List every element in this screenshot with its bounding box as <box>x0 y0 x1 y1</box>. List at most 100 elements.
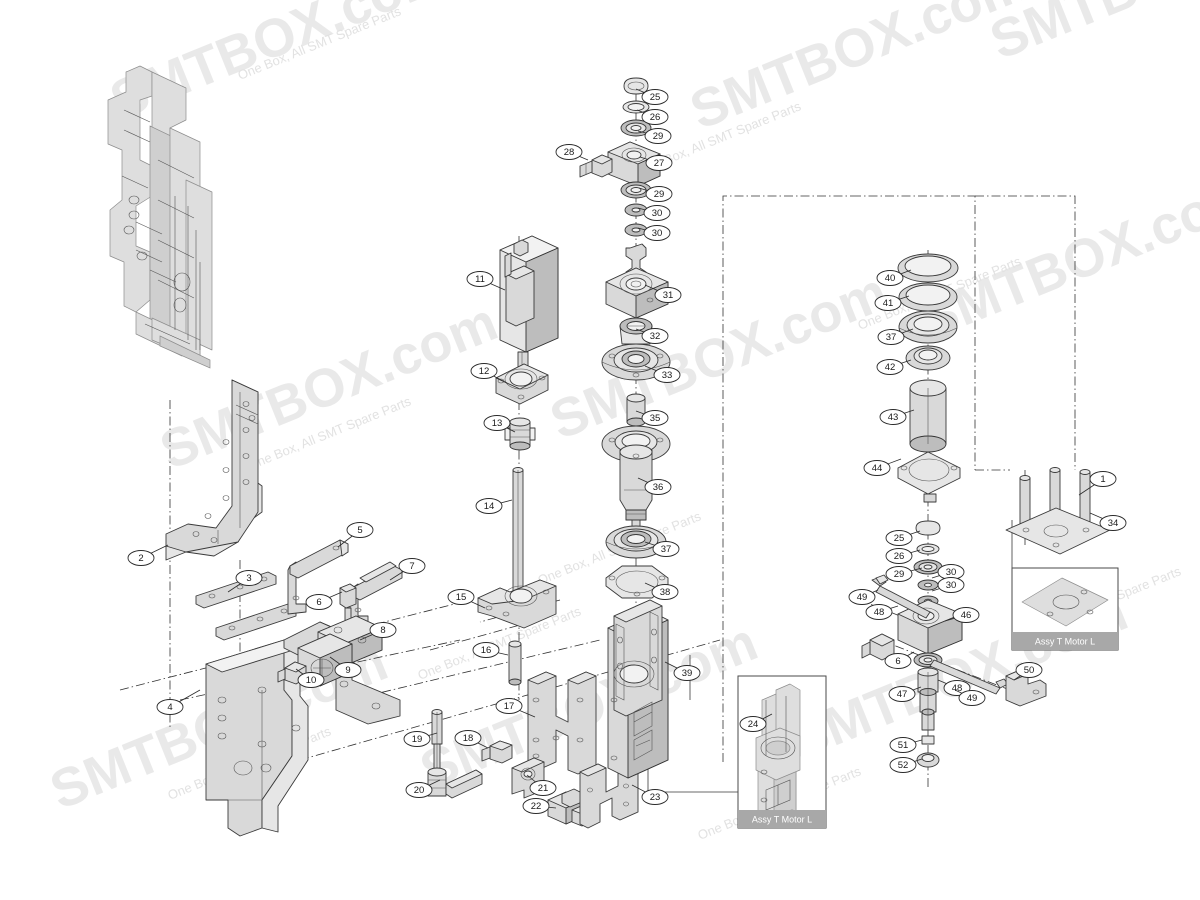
callout-balloon-21[interactable]: 21 <box>526 774 557 796</box>
callout-circle <box>739 716 767 732</box>
callout-balloon-30[interactable]: 30 <box>931 577 965 593</box>
callout-balloon-19[interactable]: 19 <box>403 731 438 747</box>
callout-balloon-31[interactable]: 31 <box>644 284 682 303</box>
callout-balloon-22[interactable]: 22 <box>522 798 557 814</box>
callout-number: 5 <box>357 525 362 536</box>
callout-balloon-48[interactable]: 48 <box>937 679 971 696</box>
callout-balloon-50[interactable]: 50 <box>1013 662 1043 681</box>
callout-number: 18 <box>463 733 474 744</box>
inset-label-lower: Assy T Motor L <box>752 815 812 825</box>
callout-balloon-29[interactable]: 29 <box>885 566 923 582</box>
callout-balloon-24[interactable]: 24 <box>739 713 773 732</box>
callout-balloon-44[interactable]: 44 <box>863 458 902 476</box>
callout-balloon-29[interactable]: 29 <box>638 186 673 202</box>
callout-balloon-49[interactable]: 49 <box>954 689 986 706</box>
callout-circle <box>958 690 986 706</box>
inset-plate-illustration <box>1021 577 1109 627</box>
callout-balloon-10[interactable]: 10 <box>295 668 325 688</box>
callout-balloon-23[interactable]: 23 <box>631 784 669 805</box>
callout-balloon-2[interactable]: 2 <box>127 544 169 566</box>
part-21-clip <box>511 757 545 799</box>
callout-balloon-47[interactable]: 47 <box>888 686 922 702</box>
callout-number: 49 <box>967 693 978 704</box>
callout-balloon-29[interactable]: 29 <box>637 128 672 144</box>
callout-balloon-17[interactable]: 17 <box>495 698 536 718</box>
callout-balloon-26[interactable]: 26 <box>885 548 921 564</box>
callout-number: 1 <box>1100 474 1105 485</box>
callout-balloon-1[interactable]: 1 <box>1078 471 1117 496</box>
callout-number: 26 <box>894 551 905 562</box>
callout-circle <box>641 109 669 125</box>
callout-balloon-14[interactable]: 14 <box>475 498 513 514</box>
callout-circle <box>673 665 701 681</box>
callout-circle <box>472 642 500 658</box>
callout-balloon-11[interactable]: 11 <box>466 271 506 291</box>
callout-number: 7 <box>409 561 414 572</box>
callout-balloon-49[interactable]: 49 <box>848 589 879 605</box>
callout-balloon-4[interactable]: 4 <box>156 689 201 715</box>
callout-circle <box>405 782 433 798</box>
callout-balloon-43[interactable]: 43 <box>879 409 915 425</box>
callout-balloon-41[interactable]: 41 <box>874 295 910 311</box>
callout-balloon-30[interactable]: 30 <box>637 225 671 241</box>
callout-circle <box>127 550 155 566</box>
callout-number: 31 <box>663 290 674 301</box>
callout-circle <box>235 570 263 586</box>
part-31-motor-base <box>605 243 669 319</box>
callout-balloon-39[interactable]: 39 <box>664 661 701 681</box>
callout-balloon-27[interactable]: 27 <box>639 155 673 171</box>
part-39-housing <box>607 599 669 779</box>
callout-balloon-35[interactable]: 35 <box>635 410 669 426</box>
callout-number: 12 <box>479 366 490 377</box>
callout-number: 30 <box>946 580 957 591</box>
callout-balloon-20[interactable]: 20 <box>405 779 441 798</box>
callout-balloon-7[interactable]: 7 <box>389 558 426 581</box>
callout-balloon-30[interactable]: 30 <box>637 205 671 221</box>
callout-number: 36 <box>653 482 664 493</box>
callout-balloon-6[interactable]: 6 <box>305 591 343 610</box>
callout-circle <box>555 144 583 160</box>
callout-balloon-16[interactable]: 16 <box>472 642 509 658</box>
callout-balloon-37[interactable]: 37 <box>644 541 680 557</box>
callout-balloon-48[interactable]: 48 <box>865 604 899 620</box>
callout-circle <box>522 798 550 814</box>
callout-balloon-26[interactable]: 26 <box>636 109 669 125</box>
inset-t-motor-l-lower: Assy T Motor L <box>737 675 827 829</box>
callout-balloon-28[interactable]: 28 <box>555 144 589 161</box>
callout-balloon-8[interactable]: 8 <box>359 622 397 641</box>
callout-balloon-6[interactable]: 6 <box>884 651 915 669</box>
callout-balloon-25[interactable]: 25 <box>635 88 669 105</box>
callout-balloon-34[interactable]: 34 <box>1089 512 1127 531</box>
callout-number: 13 <box>492 418 503 429</box>
callout-balloon-13[interactable]: 13 <box>483 415 516 433</box>
callout-number: 37 <box>661 544 672 555</box>
callout-circle <box>874 295 902 311</box>
callout-circle <box>848 589 876 605</box>
callout-balloon-18[interactable]: 18 <box>454 730 489 749</box>
callout-balloon-51[interactable]: 51 <box>889 737 923 753</box>
callout-balloon-9[interactable]: 9 <box>329 656 362 678</box>
callout-balloon-38[interactable]: 38 <box>644 582 679 600</box>
callout-balloon-42[interactable]: 42 <box>876 359 912 375</box>
callout-balloon-25[interactable]: 25 <box>885 530 921 546</box>
part-28-fitting <box>579 154 613 178</box>
callout-balloon-12[interactable]: 12 <box>470 363 508 384</box>
callout-number: 25 <box>650 92 661 103</box>
callout-balloon-52[interactable]: 52 <box>889 757 923 773</box>
callout-circle <box>876 359 904 375</box>
callout-balloon-32[interactable]: 32 <box>635 328 669 344</box>
inset-t-motor-l-plate: Assy T Motor L <box>1011 567 1119 651</box>
callout-balloon-15[interactable]: 15 <box>447 589 486 609</box>
callout-balloon-33[interactable]: 33 <box>644 365 681 383</box>
callout-balloon-3[interactable]: 3 <box>227 570 263 593</box>
callout-balloon-46[interactable]: 46 <box>944 607 980 623</box>
callout-number: 28 <box>564 147 575 158</box>
inset-label-bar <box>738 810 826 828</box>
callout-balloon-36[interactable]: 36 <box>637 477 672 495</box>
callout-circle <box>641 328 669 344</box>
callout-balloon-5[interactable]: 5 <box>337 522 374 548</box>
callout-balloon-37[interactable]: 37 <box>877 328 914 345</box>
callout-balloon-40[interactable]: 40 <box>876 269 912 286</box>
callout-number: 43 <box>888 412 899 423</box>
